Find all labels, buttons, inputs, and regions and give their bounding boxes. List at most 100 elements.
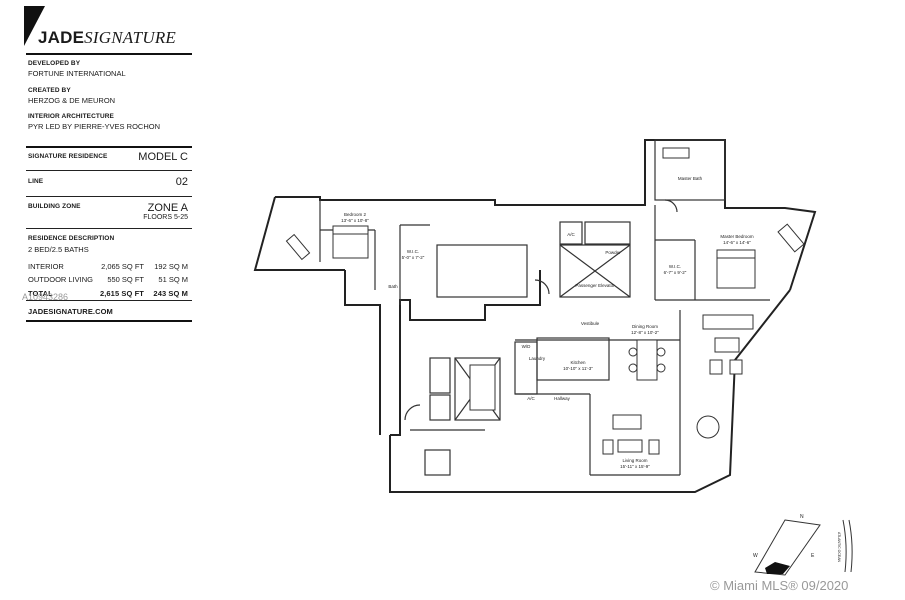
room-label-vestibule: Vestibule xyxy=(581,321,600,326)
room-label-ac-2: A/C xyxy=(527,396,535,401)
door-swing xyxy=(534,279,550,295)
dining-table xyxy=(636,339,658,381)
residence-label: SIGNATURE RESIDENCE xyxy=(28,153,108,160)
round-table xyxy=(696,415,720,439)
room-label-master-bath: Master Bath xyxy=(678,176,703,181)
room-label-wd: W/D xyxy=(522,344,531,349)
area-interior-sqft: 2,065 SQ FT xyxy=(101,262,144,271)
room-label-living-room: Living Room xyxy=(622,458,647,463)
elevator-car xyxy=(469,364,496,411)
wall xyxy=(390,270,541,436)
area-outdoor-name: OUTDOOR LIVING xyxy=(28,275,94,284)
description-label: RESIDENCE DESCRIPTION xyxy=(28,235,115,242)
divider xyxy=(26,196,192,197)
kitchen-counter xyxy=(536,337,610,381)
chair xyxy=(628,363,638,373)
brand-logo: JADESIGNATURE xyxy=(38,28,176,48)
living-coffee-table xyxy=(617,439,643,453)
divider xyxy=(26,228,192,229)
credit-value-creator: HERZOG & DE MEURON xyxy=(28,96,116,105)
room-label-bath: Bath xyxy=(388,284,398,289)
chair xyxy=(656,363,666,373)
wall xyxy=(585,289,791,493)
zone-value: ZONE A xyxy=(147,202,188,214)
website-link[interactable]: JADESIGNATURE.COM xyxy=(28,307,113,316)
description-value: 2 BED/2.5 BATHS xyxy=(28,245,89,254)
living-sofa xyxy=(612,414,642,430)
room-label-master-bedroom: Master Bedroom xyxy=(720,234,754,239)
wall xyxy=(344,270,381,435)
room-label-ac-1: A/C xyxy=(567,232,575,237)
brand-logo-mark xyxy=(24,6,45,46)
divider xyxy=(26,320,192,322)
service-elevator-shaft xyxy=(454,357,501,421)
area-outdoor-sqft: 550 SQ FT xyxy=(107,275,144,284)
total-sqm: 243 SQ M xyxy=(153,289,188,298)
sofa xyxy=(702,314,754,330)
credit-value-developer: FORTUNE INTERNATIONAL xyxy=(28,69,126,78)
room-dim-master-bedroom: 14'-6" x 14'-6" xyxy=(723,240,751,245)
floor-plan: Bedroom 2 13'-6" x 10'-8" W.I.C. 5'-0" x… xyxy=(253,139,817,493)
divider xyxy=(26,53,192,55)
living-chair xyxy=(602,439,614,455)
wall xyxy=(389,435,585,493)
stair-core xyxy=(436,244,528,298)
compass-e: E xyxy=(811,553,815,559)
room-dim-living-room: 15'-11" x 15'-9" xyxy=(620,464,650,469)
residence-model: MODEL C xyxy=(138,151,188,163)
wall xyxy=(275,139,817,291)
credit-value-interior: PYR LED BY PIERRE-YVES ROCHON xyxy=(28,122,160,131)
shoreline xyxy=(842,519,847,573)
shoreline xyxy=(848,519,853,573)
master-bath-walls xyxy=(654,139,726,201)
credit-label-interior: INTERIOR ARCHITECTURE xyxy=(28,113,114,120)
compass-road: ATLANTIC OCEAN xyxy=(837,532,841,563)
compass-n: N xyxy=(800,514,804,520)
divider xyxy=(26,146,192,148)
line-label: LINE xyxy=(28,178,44,185)
room-dim-dining-room: 12'-8" x 10'-2" xyxy=(631,330,659,335)
area-interior-name: INTERIOR xyxy=(28,262,64,271)
wall xyxy=(253,196,345,271)
powder-room xyxy=(584,221,631,245)
door-swing xyxy=(664,199,678,213)
credit-label-creator: CREATED BY xyxy=(28,87,71,94)
lounger xyxy=(285,233,311,261)
armchair xyxy=(729,359,743,375)
closet xyxy=(429,357,451,394)
ac-closet xyxy=(559,221,583,245)
pillows xyxy=(332,225,369,235)
brand-name-italic: SIGNATURE xyxy=(84,28,176,47)
zone-label: BUILDING ZONE xyxy=(28,203,81,210)
zone-floors: FLOORS 5-25 xyxy=(143,214,188,221)
divider xyxy=(26,300,192,301)
area-outdoor-sqm: 51 SQ M xyxy=(158,275,188,284)
compass-site-plan: N W E ATLANTIC OCEAN xyxy=(753,514,853,576)
trash-room xyxy=(424,449,451,476)
lounger xyxy=(777,223,805,253)
room-dim-kitchen: 10'-10" x 11'-3" xyxy=(563,366,593,371)
total-name: TOTAL xyxy=(28,289,53,298)
compass-w: W xyxy=(753,553,758,559)
listing-id-watermark: A10943286 xyxy=(22,292,69,302)
door-swing xyxy=(404,404,421,421)
laundry-walls xyxy=(514,341,538,395)
room-dim-bedroom-2: 13'-6" x 10'-8" xyxy=(341,218,369,223)
room-label-bedroom-2: Bedroom 2 xyxy=(344,212,367,217)
room-label-wic-1: W.I.C. xyxy=(407,249,419,254)
building-footprint xyxy=(765,562,790,574)
site-outline xyxy=(754,519,821,576)
chair xyxy=(656,347,666,357)
coffee-table xyxy=(714,337,740,353)
brand-name-bold: JADE xyxy=(38,28,85,47)
pillows xyxy=(716,249,756,259)
area-interior-sqm: 192 SQ M xyxy=(154,262,188,271)
bathtub xyxy=(662,147,690,159)
closet xyxy=(429,394,451,421)
living-chair xyxy=(648,439,660,455)
room-label-hallway: Hallway xyxy=(554,396,571,401)
room-label-passenger-elevator: Passenger Elevator xyxy=(575,283,615,288)
chair xyxy=(628,347,638,357)
room-label-kitchen: Kitchen xyxy=(570,360,586,365)
room-label-powder: Powder xyxy=(605,250,621,255)
